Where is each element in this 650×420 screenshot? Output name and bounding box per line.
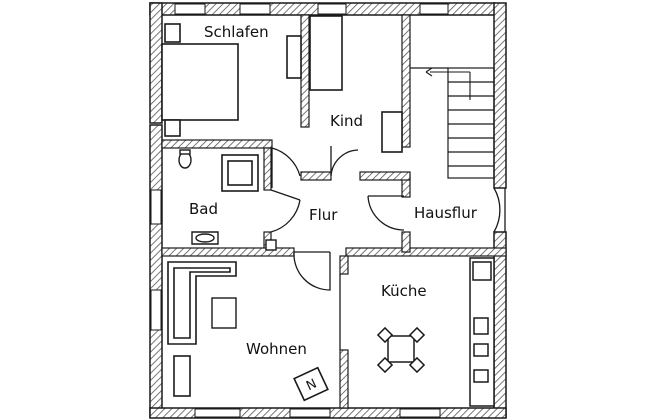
coffee-table — [211, 297, 237, 329]
desk-kind — [309, 15, 343, 91]
windows — [150, 3, 449, 418]
dining-table — [376, 326, 426, 374]
room-label-bad: Bad — [189, 200, 219, 218]
stair-arrow-icon — [425, 67, 471, 100]
room-label-wohnen: Wohnen — [246, 340, 307, 358]
kitchen-counter — [469, 257, 495, 407]
sideboard — [173, 355, 191, 397]
room-label-flur: Flur — [309, 206, 338, 224]
sink — [191, 231, 277, 251]
doors — [270, 146, 506, 350]
room-label-kind: Kind — [330, 112, 364, 130]
sofa — [167, 261, 237, 345]
wardrobe-schlafen — [286, 35, 302, 79]
toilet — [178, 149, 192, 169]
bed — [161, 23, 239, 137]
room-label-hausflur: Hausflur — [414, 204, 477, 222]
shower — [221, 154, 259, 192]
room-label-schlafen: Schlafen — [204, 23, 269, 41]
compass-north-icon: N — [293, 366, 329, 402]
room-label-kueche: Küche — [381, 282, 427, 300]
staircase — [410, 67, 495, 179]
shelf-kind — [381, 111, 403, 153]
interior-walls — [161, 14, 507, 409]
